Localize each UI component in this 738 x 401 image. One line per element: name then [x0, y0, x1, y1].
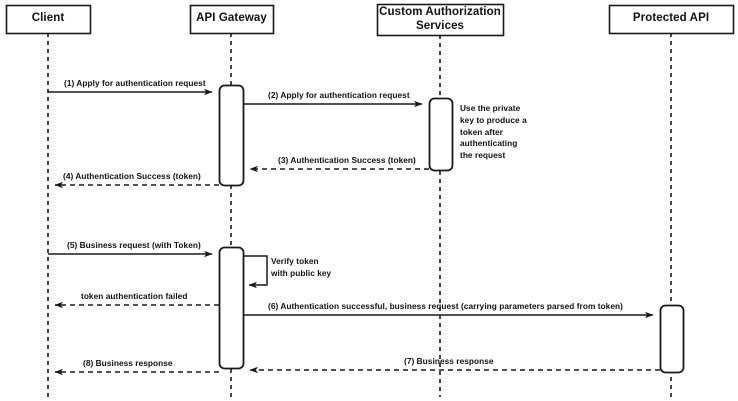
message-label-m8: (8) Business response [83, 358, 173, 368]
activation-bar-cas-auth[interactable] [428, 97, 454, 172]
message-label-m-fail: token authentication failed [81, 291, 188, 301]
activation-bar-gw-business[interactable] [218, 246, 245, 370]
message-label-m4: (4) Authentication Success (token) [63, 171, 201, 181]
activation-bar-papi-business[interactable] [659, 304, 685, 374]
note-line: key to produce a [460, 114, 527, 125]
message-label-m2: (2) Apply for authentication request [268, 90, 410, 100]
note-line: the request [460, 150, 506, 161]
participant-box-api-gateway[interactable] [189, 4, 275, 35]
note-line: authenticating [460, 138, 518, 149]
activation-bars-group [218, 84, 685, 374]
message-label-line: Verify token [271, 256, 319, 266]
message-label-m3: (3) Authentication Success (token) [278, 155, 416, 165]
activation-bar-gw-auth[interactable] [218, 84, 245, 187]
message-arrow-m-self[interactable] [243, 255, 268, 289]
message-label-line: with public key [271, 267, 332, 278]
participant-boxes-group [5, 3, 735, 37]
participant-box-custom-authorization-services[interactable] [376, 3, 505, 37]
note-line: Use the private [460, 103, 521, 113]
message-arrows-group [48, 88, 660, 376]
message-label-m6: (6) Authentication successful, business … [268, 301, 623, 311]
participant-box-protected-api[interactable] [608, 4, 735, 35]
message-label-m7: (7) Business response [404, 356, 494, 366]
note-line: token after [460, 126, 503, 137]
participant-box-client[interactable] [5, 4, 92, 35]
message-label-m1: (1) Apply for authentication request [64, 78, 206, 88]
message-label-m5: (5) Business request (with Token) [67, 240, 201, 250]
